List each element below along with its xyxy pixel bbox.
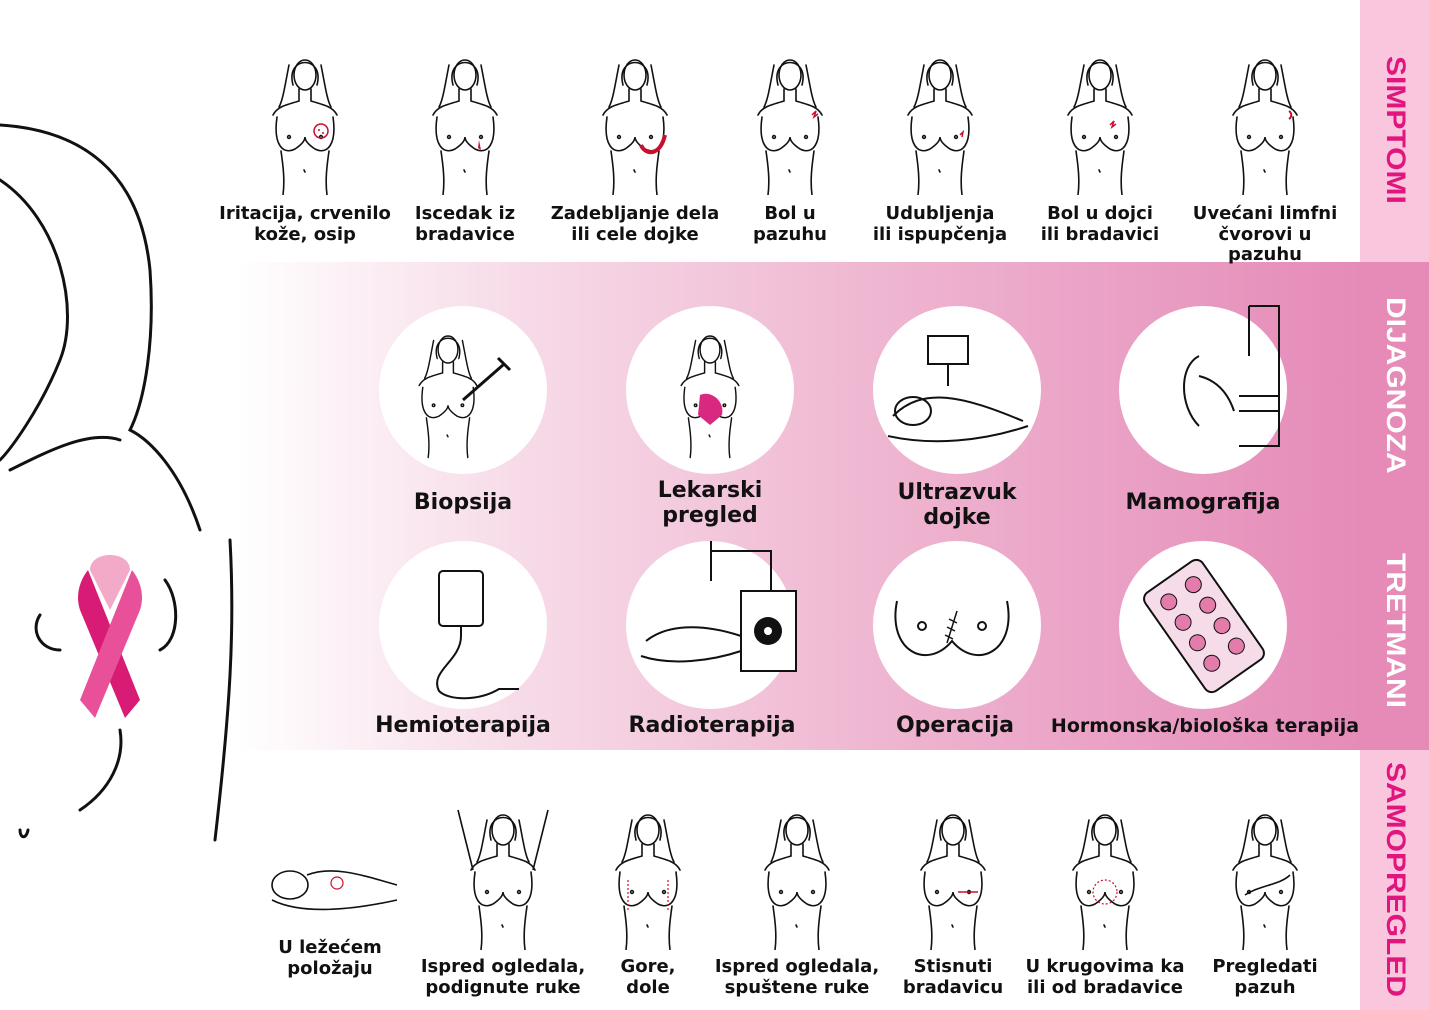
pill-pack-icon (1119, 541, 1287, 709)
squeeze-nipple-icon (903, 800, 1003, 950)
armpit-pain-icon (740, 45, 840, 195)
breast-pain-icon (1050, 45, 1150, 195)
arms-down-icon (747, 800, 847, 950)
self-exam-label: U ležećem položaju (278, 937, 382, 979)
side-strip-self-exam (1360, 750, 1429, 1010)
lymph-node-icon (1215, 45, 1315, 195)
arms-raised-icon (457, 809, 549, 950)
up-down-exam-icon (598, 800, 698, 950)
section-title: DIJAGNOZA (1380, 296, 1410, 474)
treatment-label: Radioterapija (628, 713, 796, 738)
self-exam-label: Gore, dole (620, 956, 676, 998)
section-label-diagnosis: DIJAGNOZA (1360, 270, 1429, 500)
dimpling-icon (890, 45, 990, 195)
diagnosis-label: Ultrazvuk dojke (897, 480, 1017, 531)
glove-exam-icon (626, 306, 794, 474)
treatment-label: Hemioterapija (375, 713, 551, 738)
ultrasound-icon (873, 306, 1041, 474)
armpit-exam-icon (1215, 800, 1315, 950)
symptom-label: Iscedak iz bradavice (414, 203, 516, 245)
symptom-label: Bol u pazuhu (753, 203, 827, 245)
self-exam-label: U krugovima ka ili od bradavice (1025, 956, 1185, 998)
self-exam-label: Ispred ogledala, spuštene ruke (714, 956, 880, 998)
radiation-icon (626, 541, 797, 709)
treatment-label: Operacija (895, 713, 1015, 738)
symptom-label: Udubljenja ili ispupčenja (872, 203, 1008, 245)
nipple-discharge-icon (415, 45, 515, 195)
diagnosis-label: Biopsija (413, 490, 513, 515)
surgery-scar-icon (873, 541, 1041, 709)
rash-icon (255, 45, 355, 195)
symptom-label: Zadebljanje dela ili cele dojke (550, 203, 720, 245)
self-exam-label: Pregledati pazuh (1212, 956, 1318, 998)
symptom-label: Bol u dojci ili bradavici (1040, 203, 1160, 245)
iv-bag-icon (379, 541, 547, 709)
self-exam-label: Ispred ogledala, podignute ruke (420, 956, 586, 998)
section-title: SAMOPREGLED (1380, 762, 1410, 998)
section-label-treatments: TRETMANI (1360, 520, 1429, 740)
section-title: SIMPTOMI (1380, 56, 1410, 204)
syringe-icon (379, 306, 547, 474)
section-title: TRETMANI (1380, 552, 1410, 708)
treatment-label: Hormonska/biološka terapija (1050, 715, 1360, 737)
circular-exam-icon (1055, 800, 1155, 950)
self-exam-label: Stisnuti bradavicu (902, 956, 1004, 998)
breast-thickening-icon (585, 45, 685, 195)
woman-silhouette-with-ribbon (0, 123, 234, 842)
mammography-icon (1119, 305, 1287, 474)
side-strip-symptoms (1360, 0, 1429, 262)
section-label-symptoms: SIMPTOMI (1360, 20, 1429, 240)
diagnosis-label: Mamografija (1125, 490, 1281, 515)
diagnosis-label: Lekarski pregled (657, 478, 763, 529)
section-label-self-exam: SAMOPREGLED (1360, 755, 1429, 1005)
pink-ribbon-icon (77, 555, 143, 718)
symptom-label: Uvećani limfni čvorovi u pazuhu (1192, 203, 1338, 266)
side-strip-diagnosis-treatment (1360, 262, 1429, 750)
symptom-label: Iritacija, crvenilo kože, osip (219, 203, 391, 245)
lying-exam-icon (271, 870, 398, 911)
